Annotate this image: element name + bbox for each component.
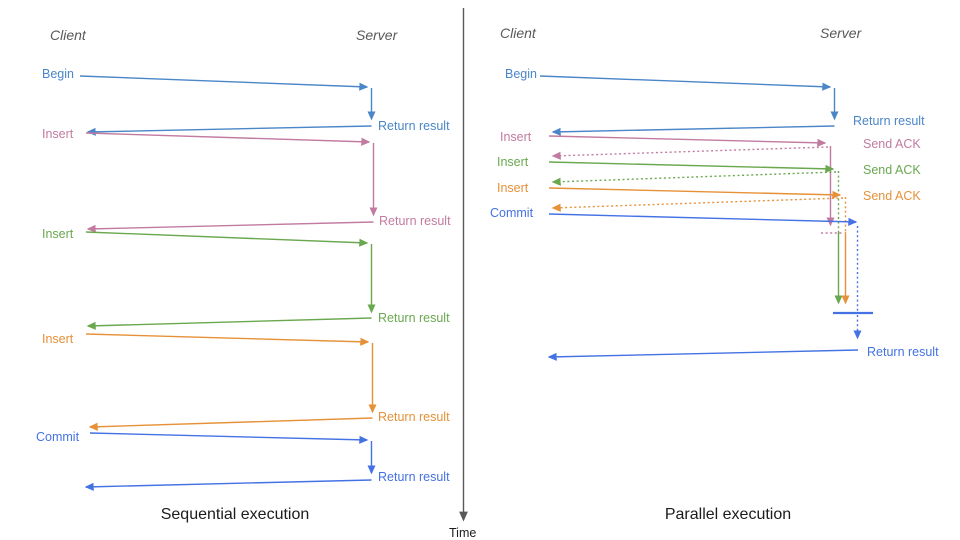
- seq-insert1-response-line: [86, 221, 374, 233]
- parallel-title: Parallel execution: [665, 506, 791, 523]
- par-begin-response-label: Return result: [853, 114, 925, 128]
- par-commit-label: Commit: [490, 206, 534, 220]
- seq-insert1-label: Insert: [42, 127, 74, 141]
- par-insert1-ack-label: Send ACK: [863, 137, 921, 151]
- par-insert2-ack-line: [551, 171, 837, 186]
- seq-insert1-response-label: Return result: [379, 214, 451, 228]
- par-server-header: Server: [820, 25, 863, 41]
- par-insert1-label: Insert: [500, 130, 532, 144]
- time-axis-label: Time: [449, 526, 476, 540]
- par-insert3-ack-label: Send ACK: [863, 189, 921, 203]
- seq-insert2-response-label: Return result: [378, 311, 450, 325]
- par-begin-request-line: [539, 75, 832, 91]
- seq-begin-label: Begin: [42, 67, 74, 81]
- seq-message-insert-3: Insert Return result: [42, 332, 450, 431]
- seq-server-header: Server: [356, 27, 399, 43]
- par-message-insert-2: Insert Send ACK: [497, 155, 921, 305]
- seq-message-insert-1: Insert Return result: [42, 127, 451, 233]
- seq-client-header: Client: [50, 27, 87, 43]
- seq-message-begin: Begin Return result: [42, 67, 450, 136]
- par-commit-response-label: Return result: [867, 345, 939, 359]
- par-client-header: Client: [500, 25, 537, 41]
- seq-commit-response-line: [84, 479, 372, 491]
- seq-insert2-label: Insert: [42, 227, 74, 241]
- seq-insert3-response-line: [88, 417, 373, 431]
- par-message-insert-3: Insert Send ACK: [497, 181, 921, 305]
- par-message-commit: Commit Return result: [490, 206, 939, 361]
- par-message-insert-1: Insert Send ACK: [500, 130, 921, 234]
- seq-insert3-request-line: [85, 333, 370, 346]
- par-insert1-request-line: [548, 135, 827, 147]
- seq-begin-response-label: Return result: [378, 119, 450, 133]
- par-insert3-label: Insert: [497, 181, 529, 195]
- par-begin-response-line: [551, 125, 835, 136]
- par-commit-response-line: [547, 349, 859, 361]
- par-insert3-ack-line: [551, 197, 844, 212]
- sequential-title: Sequential execution: [161, 506, 310, 523]
- par-insert1-ack-line: [551, 146, 829, 160]
- seq-commit-response-label: Return result: [378, 470, 450, 484]
- par-insert2-label: Insert: [497, 155, 529, 169]
- par-commit-request-line: [548, 213, 858, 226]
- par-message-begin: Begin Return result: [505, 67, 925, 136]
- seq-insert3-response-label: Return result: [378, 410, 450, 424]
- par-insert2-request-line: [548, 161, 835, 173]
- parallel-diagram: Client Server Begin Return result Insert…: [490, 25, 939, 523]
- seq-insert2-response-line: [86, 317, 372, 330]
- seq-insert2-request-line: [85, 231, 369, 247]
- seq-commit-request-line: [89, 432, 369, 444]
- seq-begin-response-line: [86, 125, 372, 136]
- time-axis: Time: [449, 8, 476, 540]
- par-insert3-request-line: [548, 187, 842, 199]
- seq-message-commit: Commit Return result: [36, 430, 450, 491]
- seq-message-insert-2: Insert Return result: [42, 227, 450, 330]
- seq-commit-label: Commit: [36, 430, 80, 444]
- seq-begin-request-line: [79, 75, 369, 91]
- seq-insert1-request-line: [85, 132, 371, 146]
- sequential-diagram: Client Server Begin Return result Insert…: [36, 27, 451, 523]
- par-insert2-ack-label: Send ACK: [863, 163, 921, 177]
- seq-insert3-label: Insert: [42, 332, 74, 346]
- par-begin-label: Begin: [505, 67, 537, 81]
